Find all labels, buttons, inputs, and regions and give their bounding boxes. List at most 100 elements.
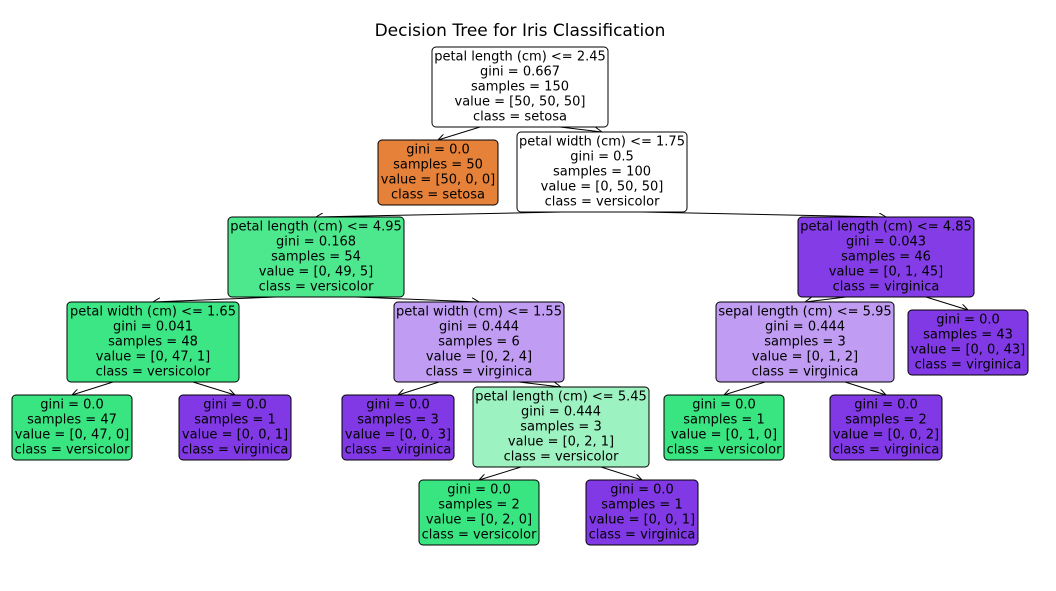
node-box [227, 216, 405, 298]
node-line: petal width (cm) <= 1.75 [519, 135, 685, 150]
node-box [431, 46, 609, 128]
node-line: samples = 50 [393, 158, 483, 173]
node-line: samples = 47 [27, 413, 117, 428]
node-line: value = [0, 1, 0] [671, 428, 777, 443]
node-box [66, 301, 240, 383]
node-line: value = [0, 1, 2] [752, 350, 858, 365]
node-box [11, 394, 133, 461]
node-line: samples = 54 [271, 250, 361, 265]
node-line: value = [0, 2, 1] [508, 435, 614, 450]
edge-n4-n8 [925, 296, 968, 310]
node-line: gini = 0.0 [447, 483, 511, 498]
node-box [829, 394, 943, 461]
node-box [393, 301, 565, 383]
edge-n12-n15 [479, 466, 522, 480]
node-line: gini = 0.0 [366, 398, 430, 413]
node-line: class = virginica [833, 280, 940, 295]
node-line: gini = 0.444 [765, 320, 845, 335]
node-line: class = versicolor [504, 450, 620, 465]
node-line: gini = 0.0 [203, 398, 267, 413]
edge-n6-n11 [398, 381, 440, 395]
edge-n5-n10 [192, 381, 235, 395]
node-line: value = [50, 50, 50] [455, 95, 586, 110]
node-line: petal length (cm) <= 5.45 [475, 390, 647, 405]
node-line: petal width (cm) <= 1.55 [396, 305, 562, 320]
node-line: class = setosa [391, 188, 485, 203]
node-line: value = [0, 47, 1] [96, 350, 210, 365]
node-line: samples = 3 [764, 335, 845, 350]
node-line: gini = 0.0 [936, 313, 1000, 328]
node-box [516, 131, 688, 213]
node-line: class = virginica [345, 443, 452, 458]
node-line: petal length (cm) <= 4.95 [230, 220, 402, 235]
node-line: value = [0, 0, 1] [182, 428, 288, 443]
node-line: value = [0, 1, 45] [829, 265, 943, 280]
edge-n4-n7 [805, 296, 847, 302]
node-line: samples = 6 [438, 335, 519, 350]
edge-n5-n9 [72, 381, 114, 395]
edge-n7-n14 [844, 381, 886, 395]
node-line: gini = 0.444 [439, 320, 519, 335]
node-line: value = [0, 50, 50] [541, 180, 664, 195]
node-line: samples = 1 [601, 498, 682, 513]
node-line: gini = 0.667 [480, 65, 560, 80]
node-line: class = versicolor [422, 528, 538, 543]
node-line: samples = 2 [845, 413, 926, 428]
edge-n2-n3 [316, 211, 563, 217]
node-line: class = virginica [182, 443, 289, 458]
diagram-title: Decision Tree for Iris Classification [375, 21, 666, 41]
node-line: gini = 0.0 [40, 398, 104, 413]
edge-n7-n13 [724, 381, 766, 395]
node-line: gini = 0.0 [406, 143, 470, 158]
node-box [797, 216, 975, 298]
node-line: value = [0, 0, 3] [345, 428, 451, 443]
edge-n0-n1 [438, 126, 481, 140]
node-line: value = [0, 2, 4] [426, 350, 532, 365]
node-line: value = [0, 0, 2] [833, 428, 939, 443]
node-line: samples = 46 [841, 250, 931, 265]
node-line: samples = 150 [471, 80, 569, 95]
node-line: class = virginica [915, 358, 1022, 373]
node-line: samples = 3 [357, 413, 438, 428]
node-line: samples = 48 [108, 335, 198, 350]
node-line: gini = 0.0 [610, 483, 674, 498]
node-line: class = versicolor [545, 195, 661, 210]
node-box [715, 301, 895, 383]
node-line: sepal length (cm) <= 5.95 [718, 305, 891, 320]
node-line: class = virginica [426, 365, 533, 380]
node-line: samples = 100 [553, 165, 651, 180]
node-box [341, 394, 455, 461]
node-line: class = setosa [473, 110, 567, 125]
node-line: class = virginica [752, 365, 859, 380]
node-line: gini = 0.0 [692, 398, 756, 413]
edges-layer [72, 126, 968, 480]
edge-n0-n2 [559, 126, 602, 132]
edge-n12-n16 [600, 466, 642, 480]
node-line: gini = 0.041 [113, 320, 193, 335]
node-line: class = virginica [833, 443, 940, 458]
node-line: gini = 0.5 [570, 150, 634, 165]
node-line: samples = 3 [520, 420, 601, 435]
node-line: samples = 1 [683, 413, 764, 428]
node-box [178, 394, 292, 461]
node-line: class = virginica [589, 528, 696, 543]
node-line: petal length (cm) <= 4.85 [800, 220, 972, 235]
node-line: gini = 0.0 [854, 398, 918, 413]
node-line: petal length (cm) <= 2.45 [434, 50, 606, 65]
node-box [663, 394, 785, 461]
edge-n2-n4 [641, 211, 886, 217]
edge-n3-n5 [153, 296, 277, 302]
